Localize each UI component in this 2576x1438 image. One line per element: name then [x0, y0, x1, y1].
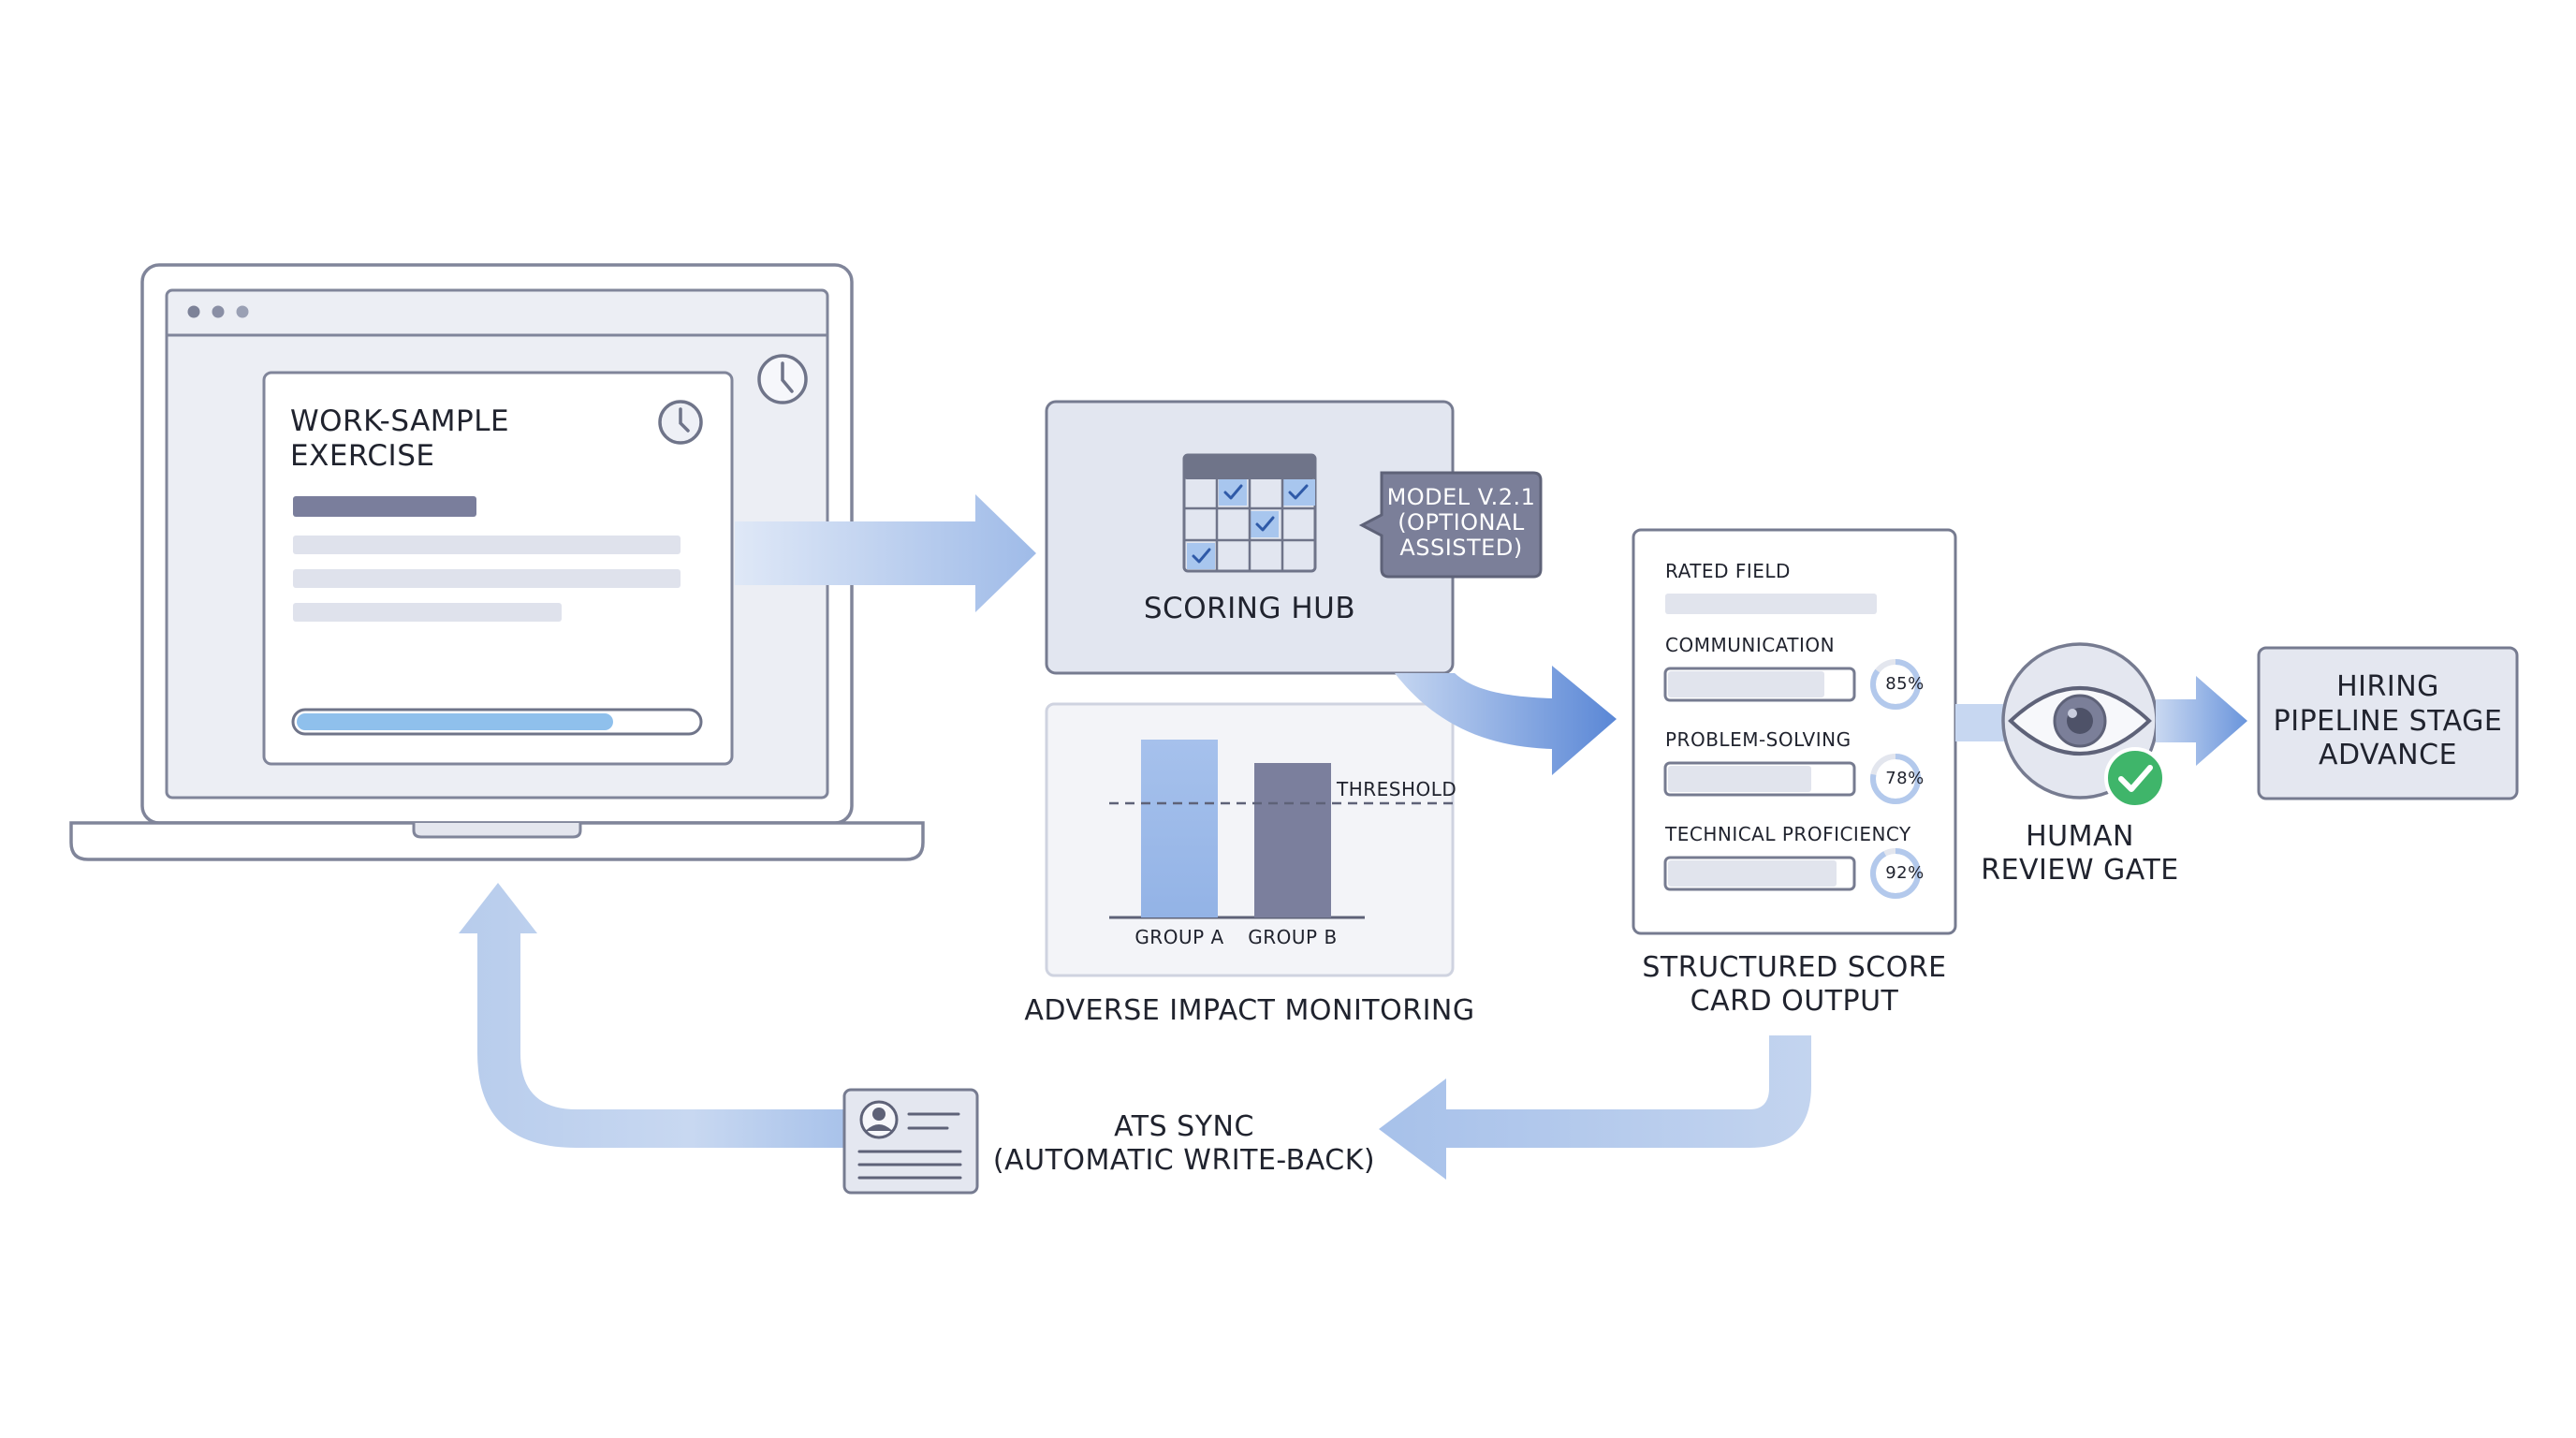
score-value-technical: 92% — [1885, 863, 1925, 883]
exercise-card — [262, 371, 734, 766]
bar-group-b — [1254, 763, 1331, 917]
model-badge-text: MODEL V.2.1 (OPTIONAL ASSISTED) — [1386, 484, 1536, 561]
threshold-label: THRESHOLD — [1337, 778, 1457, 800]
score-value-problem-solving: 78% — [1885, 769, 1925, 788]
group-b-label: GROUP B — [1248, 926, 1338, 948]
score-ring-progress — [1870, 848, 1921, 899]
eye-icon — [2008, 686, 2152, 756]
adverse-impact-panel — [1045, 702, 1455, 977]
return-arrow-to-ats — [1379, 1035, 1811, 1180]
exercise-title: WORK-SAMPLE EXERCISE — [290, 404, 510, 474]
arrow-to-pipeline — [2156, 676, 2247, 766]
score-row-label-technical: TECHNICAL PROFICIENCY — [1665, 823, 1911, 845]
adverse-impact-label: ADVERSE IMPACT MONITORING — [1024, 994, 1475, 1027]
score-bar-fill — [1668, 860, 1837, 887]
pipeline-box — [2257, 646, 2519, 800]
profile-icon — [859, 1100, 899, 1139]
check-icon — [2104, 747, 2166, 809]
exercise-timer-icon — [658, 400, 703, 445]
scoring-hub — [1045, 400, 1543, 675]
score-ring-progress — [1870, 754, 1921, 804]
loop-arrow-to-laptop — [459, 883, 846, 1148]
review-gate-label: HUMAN REVIEW GATE — [1981, 820, 2179, 887]
score-row-label-problem-solving: PROBLEM-SOLVING — [1665, 728, 1852, 751]
score-bar-fill — [1668, 671, 1824, 697]
ats-sync-label: ATS SYNC (AUTOMATIC WRITE-BACK) — [992, 1110, 1376, 1177]
group-a-label: GROUP A — [1134, 926, 1224, 948]
clock-icon — [757, 354, 808, 404]
arrow-to-scoring-hub — [735, 494, 1036, 612]
arrow-to-review-gate — [1955, 704, 2007, 741]
review-gate — [2001, 642, 2166, 809]
scorecard-header: RATED FIELD — [1665, 560, 1791, 582]
model-badge — [1358, 471, 1543, 579]
exercise-progress-fill — [297, 713, 613, 730]
scoring-hub-label: SCORING HUB — [1143, 592, 1356, 625]
scorecard — [1632, 528, 1957, 935]
pipeline-label: HIRING PIPELINE STAGE ADVANCE — [2273, 670, 2503, 772]
grid-icon — [1182, 453, 1317, 573]
score-ring-progress — [1870, 659, 1921, 710]
score-bar-fill — [1668, 766, 1811, 792]
ats-card — [842, 1088, 979, 1195]
score-row-label-communication: COMMUNICATION — [1665, 634, 1836, 656]
arrow-to-scorecard — [1395, 666, 1617, 775]
scorecard-label: STRUCTURED SCORE CARD OUTPUT — [1642, 951, 1947, 1018]
bar-group-a — [1141, 740, 1218, 917]
score-value-communication: 85% — [1885, 674, 1925, 694]
